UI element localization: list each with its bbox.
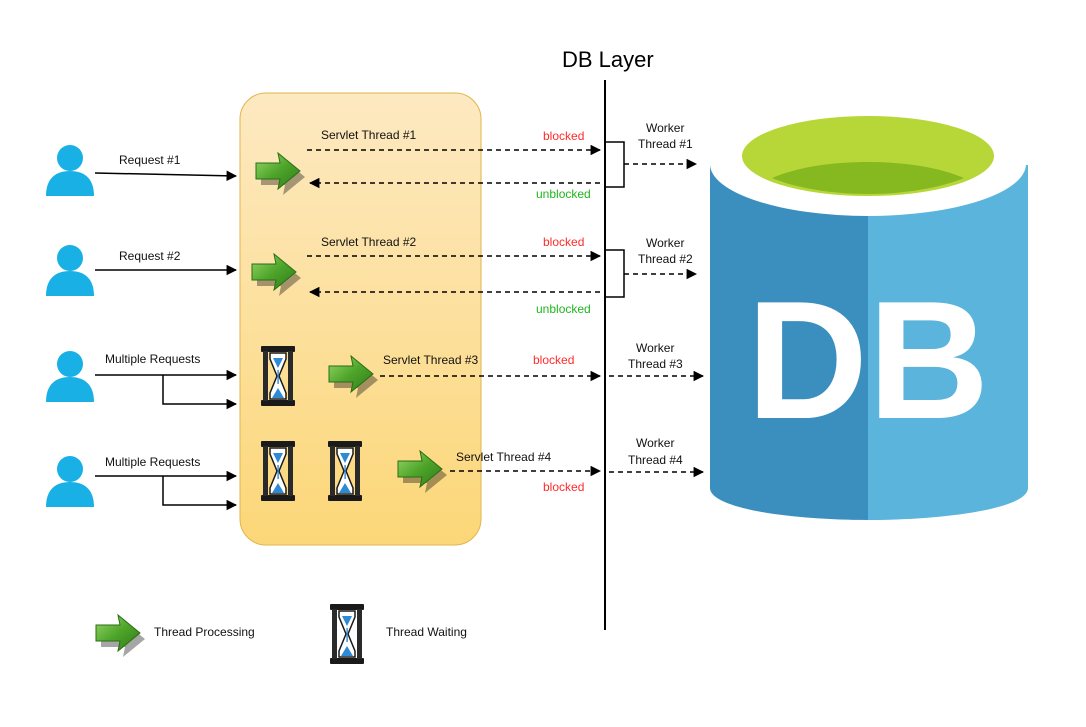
hourglass-icon [260, 440, 296, 502]
blocked-status: blocked [543, 129, 584, 143]
request-label: Request #1 [119, 153, 181, 167]
request-label: Multiple Requests [105, 455, 200, 469]
hourglass-icon [329, 603, 365, 665]
user-icon [46, 245, 94, 296]
worker-label-line2: Thread #1 [638, 137, 693, 151]
green-arrow-icon [95, 614, 146, 658]
unblocked-status: unblocked [536, 302, 591, 316]
hourglass-icon [260, 345, 296, 407]
database-icon: DB [710, 112, 1028, 520]
legend-processing-label: Thread Processing [154, 625, 255, 639]
blocked-status: blocked [543, 235, 584, 249]
servlet-thread-label: Servlet Thread #4 [456, 450, 551, 464]
worker-label-line1: Worker [646, 121, 684, 135]
user-icon [46, 351, 94, 402]
servlet-container [239, 92, 482, 546]
worker-label-line2: Thread #2 [638, 252, 693, 266]
request-label: Multiple Requests [105, 352, 200, 366]
worker-label-line1: Worker [646, 236, 684, 250]
diagram-title: DB Layer [562, 47, 654, 72]
blocked-status: blocked [543, 480, 584, 494]
unblocked-status: unblocked [536, 187, 591, 201]
hourglass-icon [327, 440, 363, 502]
request-queue-arrow [162, 375, 238, 410]
legend-waiting-label: Thread Waiting [386, 625, 467, 639]
blocked-status: blocked [533, 353, 574, 367]
worker-bracket [605, 141, 625, 188]
servlet-thread-label: Servlet Thread #1 [321, 128, 416, 142]
request-arrow [94, 170, 238, 182]
servlet-thread-label: Servlet Thread #3 [383, 353, 478, 367]
user-icon [46, 145, 94, 196]
request-queue-arrow [162, 476, 238, 511]
worker-label-line1: Worker [636, 436, 674, 450]
request-label: Request #2 [119, 249, 181, 263]
worker-label-line2: Thread #3 [628, 357, 683, 371]
servlet-thread-label: Servlet Thread #2 [321, 235, 416, 249]
worker-label-line1: Worker [636, 341, 674, 355]
worker-label-line2: Thread #4 [628, 453, 683, 467]
user-icon [46, 456, 94, 507]
db-label: DB [747, 266, 990, 454]
legend: Thread Processing Thread Waiting [95, 603, 467, 665]
worker-bracket [605, 249, 625, 298]
